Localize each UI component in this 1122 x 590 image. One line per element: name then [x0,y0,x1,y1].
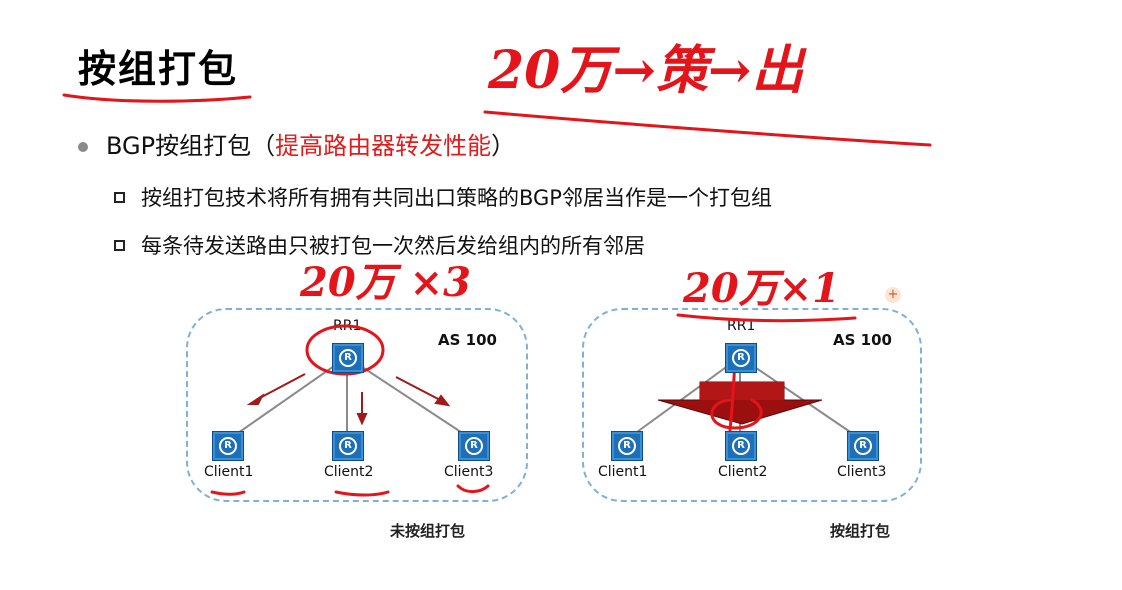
router-client1-right-icon: R [611,431,643,461]
add-marker-icon[interactable]: + [885,287,901,303]
main-bullet: BGP按组打包（提高路由器转发性能） [78,126,515,161]
sub-bullet-2-text: 每条待发送路由只被打包一次然后发给组内的所有邻居 [141,234,645,258]
as-label-right: AS 100 [833,331,892,349]
router-rr1-right-icon: R [725,343,757,373]
as-boundary-left [186,308,528,502]
client1-label-right: Client1 [598,464,648,480]
annotation-right: 20万×1 [683,265,841,312]
sub-bullet-2: 每条待发送路由只被打包一次然后发给组内的所有邻居 [114,230,645,260]
router-client2-right-icon: R [725,431,757,461]
caption-left: 未按组打包 [390,522,466,540]
sub-bullet-1-text: 按组打包技术将所有拥有共同出口策略的BGP邻居当作是一个打包组 [141,186,772,210]
main-bullet-prefix: BGP按组打包（ [106,132,276,160]
bullet-dot-icon [78,142,88,152]
annotation-top: 20万→策→出 [488,40,804,101]
client3-label-right: Client3 [837,464,887,480]
router-rr1-left-icon: R [332,343,364,373]
main-bullet-highlight: 提高路由器转发性能 [275,132,492,160]
slide-title: 按组打包 [78,47,239,91]
caption-right: 按组打包 [830,522,891,540]
square-bullet-icon [114,239,125,251]
send-arrows-left [246,373,451,426]
as-label-left: AS 100 [438,331,497,349]
router-client1-left-icon: R [212,431,244,461]
client3-label-left: Client3 [444,464,494,480]
square-bullet-icon [114,191,125,203]
as-boundary-right [582,308,922,502]
ink-strokes [62,93,932,497]
client2-label-right: Client2 [718,464,768,480]
sub-bullet-1: 按组打包技术将所有拥有共同出口策略的BGP邻居当作是一个打包组 [114,182,772,212]
grouped-send-arrow [657,381,823,425]
router-client2-left-icon: R [332,431,364,461]
router-client3-right-icon: R [847,431,879,461]
annotation-left: 20万 ×3 [300,259,471,306]
router-client3-left-icon: R [458,431,490,461]
rr1-label-right: RR1 [727,318,756,334]
client1-label-left: Client1 [204,464,254,480]
client2-label-left: Client2 [324,464,374,480]
main-bullet-suffix: ） [491,132,516,160]
